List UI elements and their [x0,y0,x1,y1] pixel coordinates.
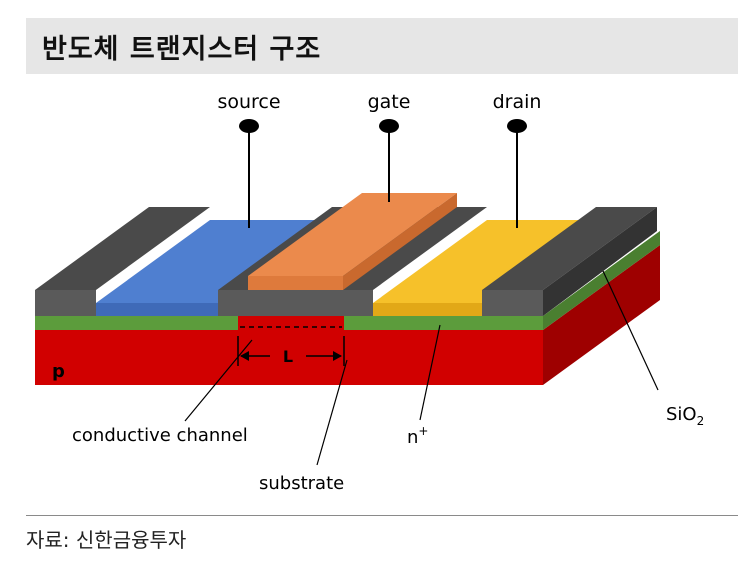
gate-electrode-front [248,276,343,290]
conductive-channel-label: conductive channel [72,425,248,446]
center-contact-front [218,290,373,316]
source-citation: 자료: 신한금융투자 [26,528,187,552]
drain-region-top [373,220,596,303]
gate-electrode-top [248,193,457,276]
drain-region-front [373,303,482,316]
channel-notch [238,316,344,330]
substrate-front [35,330,543,385]
substrate-leader [316,359,348,466]
gate-electrode-side [343,193,457,290]
p-region-label: p [52,361,65,382]
source-region-front [96,303,218,316]
n-plus-leader [419,324,441,421]
channel-length-label: L [283,347,293,366]
title-bar: 반도체 트랜지스터 구조 [26,18,738,74]
oxide-side [543,231,660,330]
oxide-front-left [35,316,238,330]
substrate-side [543,245,660,385]
gate-terminal-pin [379,119,399,133]
conductive-channel-leader [184,339,253,422]
left-contact-front [35,290,96,316]
right-contact-front [482,290,543,316]
source-terminal-pin [239,119,259,133]
sio2-label: SiO2 [666,404,704,428]
sio2-leader [602,270,659,391]
source-label: source [217,91,280,113]
length-arrowhead-left [240,351,249,361]
gate-label: gate [368,91,411,113]
source-region-top [96,220,332,303]
right-contact-top [482,207,657,290]
right-contact-side [543,207,657,316]
footer-divider [26,515,738,516]
page-title: 반도체 트랜지스터 구조 [42,34,322,65]
length-arrowhead-right [333,351,342,361]
oxide-front-right [344,316,543,330]
substrate-label: substrate [259,473,344,494]
drain-terminal-pin [507,119,527,133]
left-contact-top [35,207,210,290]
n-plus-label: n+ [407,424,428,448]
drain-label: drain [493,91,542,113]
